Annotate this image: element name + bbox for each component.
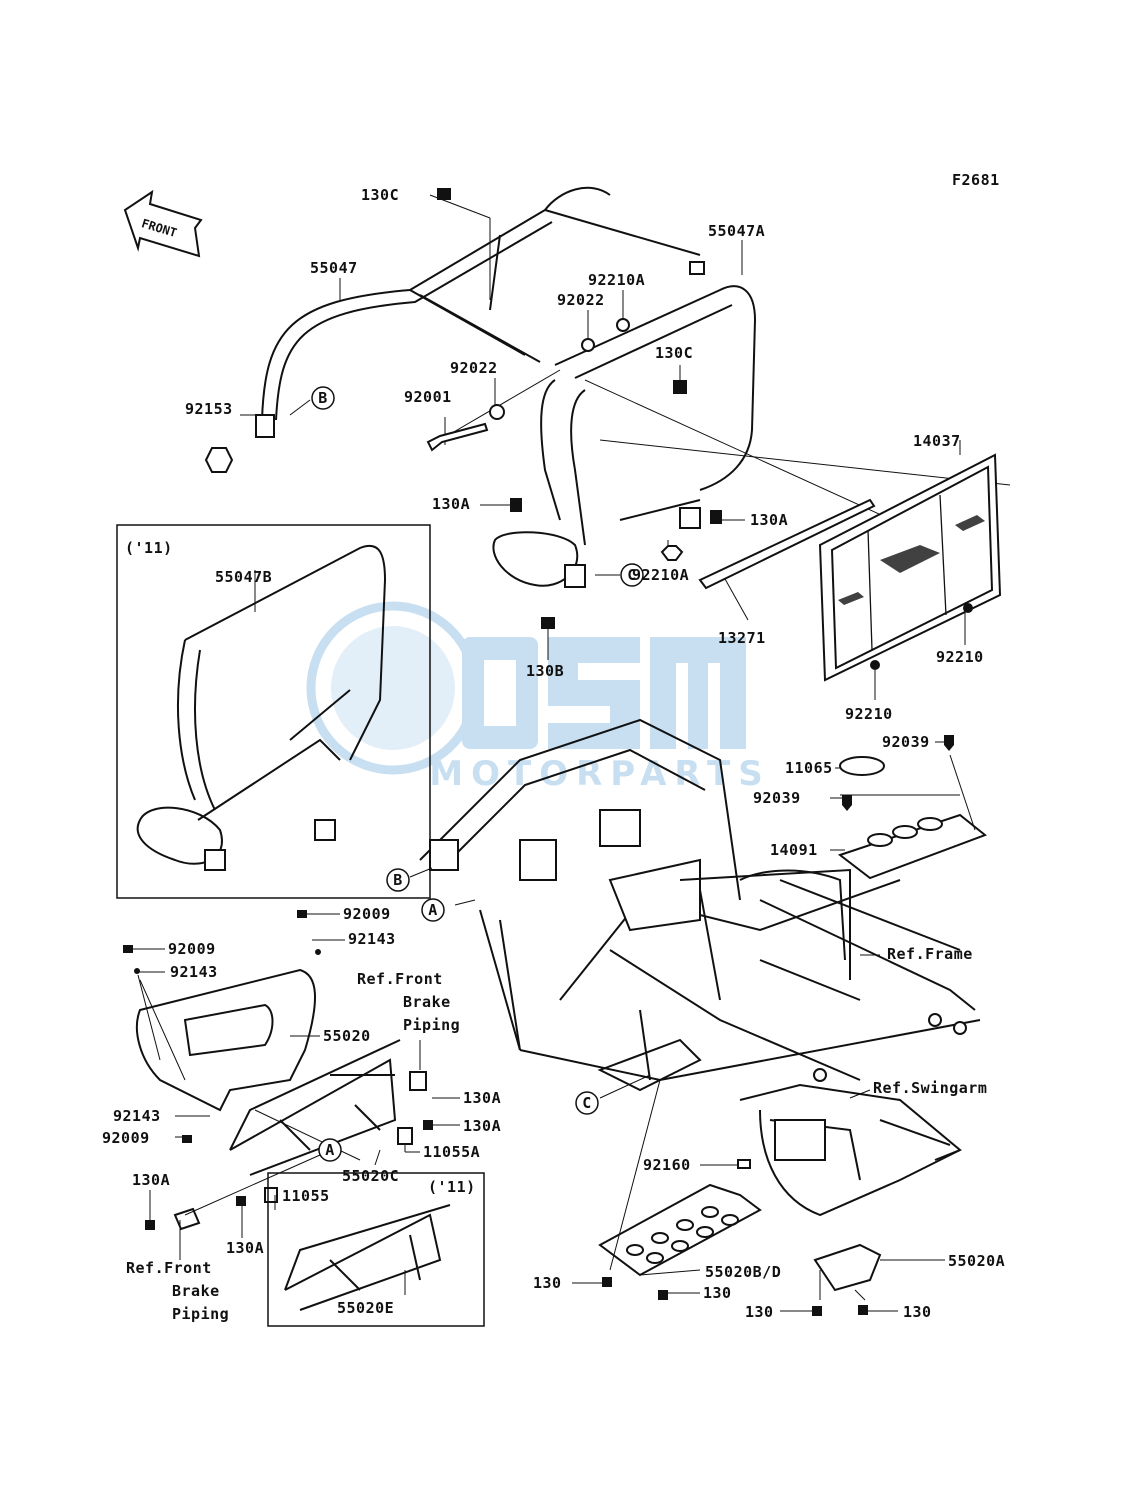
label-13271: 13271 — [718, 629, 766, 647]
callout-B-top: B — [311, 386, 335, 410]
label-55020A: 55020A — [948, 1252, 1005, 1270]
callout-C-frame: C — [575, 1091, 599, 1115]
label-130A-f: 130A — [226, 1239, 264, 1257]
label-92001: 92001 — [404, 388, 452, 406]
label-ref-frame: Ref.Frame — [887, 945, 973, 963]
callout-C-frame-letter: C — [582, 1094, 592, 1112]
fasteners-bottom — [123, 910, 868, 1316]
label-92009-a: 92009 — [343, 905, 391, 923]
label-130B: 130B — [526, 662, 564, 680]
label-92210A-top: 92210A — [588, 271, 645, 289]
callout-B-frame-letter: B — [393, 871, 403, 889]
callout-A-bumper-letter: A — [325, 1141, 335, 1159]
label-130-a: 130 — [533, 1274, 562, 1292]
label-92039-top: 92039 — [882, 733, 930, 751]
callout-C-top: C — [620, 563, 644, 587]
label-130A-e: 130A — [132, 1171, 170, 1189]
year-box-left-label: ('11) — [125, 539, 173, 557]
label-92009-c: 92009 — [102, 1129, 150, 1147]
label-55047B: 55047B — [215, 568, 272, 586]
part-55020BD-skid-plate — [598, 1159, 762, 1277]
label-ref-front-brake-b2: Brake — [172, 1282, 220, 1300]
label-ref-front-brake-b1: Ref.Front — [126, 1259, 212, 1277]
label-92143-a: 92143 — [348, 930, 396, 948]
label-92009-b: 92009 — [168, 940, 216, 958]
label-ref-front-brake-b3: Piping — [172, 1305, 229, 1323]
callout-C-top-letter: C — [627, 566, 637, 584]
label-130-d: 130 — [903, 1303, 932, 1321]
label-14091: 14091 — [770, 841, 818, 859]
label-55020C: 55020C — [342, 1167, 399, 1185]
part-55020-front-cover — [134, 949, 321, 1112]
label-92022-top: 92022 — [557, 291, 605, 309]
label-92022-mid: 92022 — [450, 359, 498, 377]
callout-A-frame-letter: A — [428, 901, 438, 919]
label-ref-swingarm: Ref.Swingarm — [873, 1079, 987, 1097]
part-13271 — [698, 498, 876, 590]
label-130A-d: 130A — [463, 1117, 501, 1135]
part-labels: 130C 55047 55047A 92210A 92022 92022 130… — [102, 186, 1005, 1323]
label-55020E: 55020E — [337, 1299, 394, 1317]
label-130C-top: 130C — [361, 186, 399, 204]
swingarm — [739, 1083, 962, 1217]
label-92160: 92160 — [643, 1156, 691, 1174]
year-box-bottom: ('11) — [267, 1172, 485, 1327]
roll-cage-55047 — [255, 186, 757, 588]
part-14091-cover — [830, 735, 988, 950]
figure-code: F2681 — [952, 171, 1000, 189]
label-14037: 14037 — [913, 432, 961, 450]
label-92153: 92153 — [185, 400, 233, 418]
part-55020A-skid-plate — [813, 1243, 882, 1292]
label-55047A: 55047A — [708, 222, 765, 240]
label-130A-left: 130A — [432, 495, 470, 513]
label-55047: 55047 — [310, 259, 358, 277]
label-130-c: 130 — [745, 1303, 774, 1321]
label-11065: 11065 — [785, 759, 833, 777]
label-130A-c: 130A — [463, 1089, 501, 1107]
fasteners-top — [204, 188, 722, 629]
front-direction-arrow-icon: FRONT — [123, 189, 203, 258]
label-11055: 11055 — [282, 1187, 330, 1205]
label-92039-mid: 92039 — [753, 789, 801, 807]
label-92143-c: 92143 — [113, 1107, 161, 1125]
label-92210A-mid: 92210A — [632, 566, 689, 584]
label-130-b: 130 — [703, 1284, 732, 1302]
label-130C-mid: 130C — [655, 344, 693, 362]
callout-B-top-letter: B — [318, 389, 328, 407]
callout-B-frame: B — [386, 868, 410, 892]
part-14037-grille — [818, 453, 1002, 682]
main-frame — [419, 718, 981, 1092]
watermark: MOTORPARTS — [306, 601, 763, 794]
label-92143-b: 92143 — [170, 963, 218, 981]
callout-A-frame: A — [421, 898, 445, 922]
label-92210-bottom: 92210 — [845, 705, 893, 723]
label-55020BD: 55020B/D — [705, 1263, 781, 1281]
label-92210-right: 92210 — [936, 648, 984, 666]
label-ref-front-brake-2: Brake — [403, 993, 451, 1011]
label-11055A: 11055A — [423, 1143, 480, 1161]
leader-lines-bottom — [133, 867, 945, 1312]
label-ref-front-brake-1: Ref.Front — [357, 970, 443, 988]
label-ref-front-brake-3: Piping — [403, 1016, 460, 1034]
label-130A-right: 130A — [750, 511, 788, 529]
year-box-left: ('11) — [116, 524, 431, 899]
year-box-bottom-label: ('11) — [428, 1178, 476, 1196]
label-55020: 55020 — [323, 1027, 371, 1045]
callout-A-bumper: A — [318, 1138, 342, 1162]
